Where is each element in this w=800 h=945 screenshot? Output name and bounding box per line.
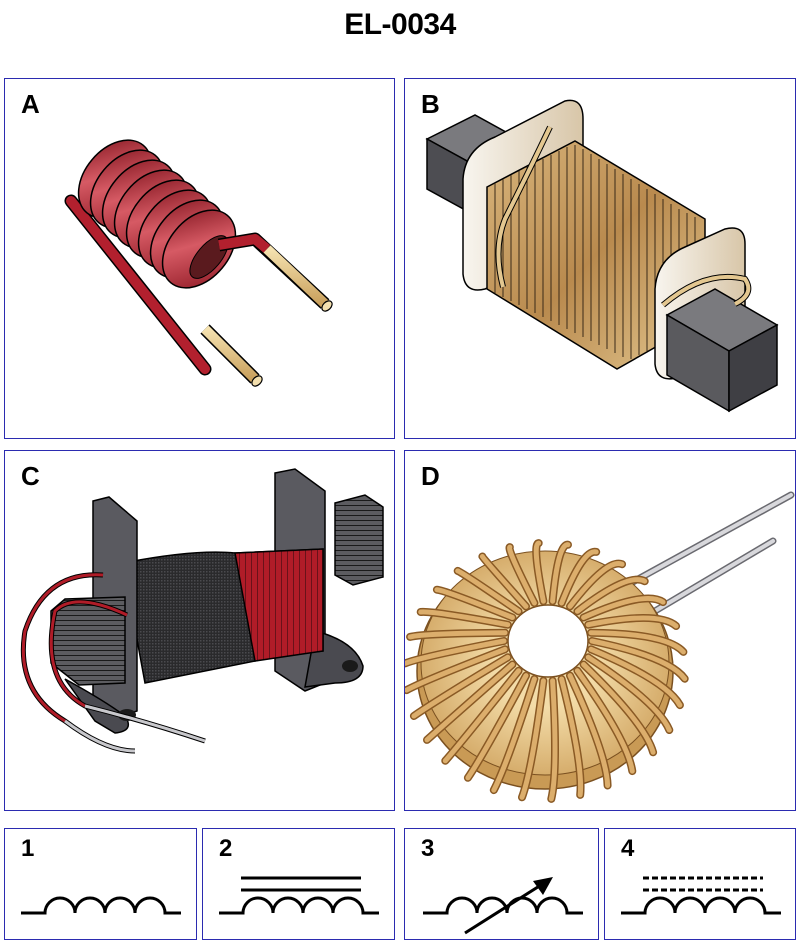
iron-core-inductor-symbol xyxy=(219,876,379,915)
winding-turn xyxy=(405,646,508,693)
winding-turn xyxy=(465,673,529,781)
winding-turn xyxy=(585,654,672,733)
winding-turn xyxy=(581,595,666,620)
winding-turn xyxy=(479,554,529,609)
air-core-coil-illustration xyxy=(64,139,333,387)
air-core-inductor-symbol xyxy=(21,896,181,915)
winding-turn xyxy=(424,662,515,743)
page-title: EL-0034 xyxy=(344,8,456,41)
panel-label: B xyxy=(421,89,440,119)
winding-turn xyxy=(407,630,508,640)
winding-turn xyxy=(588,630,686,655)
winding-turn xyxy=(507,544,537,606)
winding-turn xyxy=(567,673,611,788)
winding-turn xyxy=(550,542,571,604)
panel-c: C xyxy=(4,450,395,811)
winding-turn xyxy=(574,577,648,614)
winding-turn xyxy=(559,549,599,606)
ferrite-core-inductor-symbol xyxy=(621,876,781,915)
winding-turn xyxy=(588,646,683,708)
winding-turn xyxy=(491,676,537,793)
symbol-panel-2: 2 xyxy=(202,828,395,940)
panel-label: A xyxy=(21,89,40,119)
panel-label: C xyxy=(21,461,40,491)
symbol-label: 2 xyxy=(219,835,233,862)
winding-turn xyxy=(418,609,511,628)
winding-turn xyxy=(585,615,679,629)
winding-turn xyxy=(574,668,635,774)
symbol-label: 3 xyxy=(421,835,435,862)
variable-inductor-symbol xyxy=(423,877,583,935)
winding-turn xyxy=(455,568,522,614)
laminated-choke-illustration xyxy=(20,468,384,754)
panel-label: D xyxy=(421,461,440,491)
ferrite-bobbin-illustration xyxy=(425,99,779,413)
panel-d: D xyxy=(404,450,796,811)
winding-turn xyxy=(548,678,558,802)
winding-turn xyxy=(519,678,546,800)
winding-turn xyxy=(533,540,546,604)
winding-turn xyxy=(405,638,507,666)
panel-b: B xyxy=(404,78,796,439)
winding-turn xyxy=(581,662,656,755)
panel-a: A xyxy=(4,78,395,439)
winding-turn xyxy=(411,654,511,719)
adjust-arrow-head-icon xyxy=(533,877,553,895)
winding-turn xyxy=(589,638,688,682)
symbol-label: 1 xyxy=(21,835,35,862)
symbol-panel-3: 3 xyxy=(404,828,599,940)
winding-turn xyxy=(434,587,515,620)
adjust-arrow-shaft xyxy=(464,883,542,935)
symbol-panel-1: 1 xyxy=(4,828,197,940)
winding-turn xyxy=(567,561,625,609)
symbol-panel-4: 4 xyxy=(604,828,796,940)
winding-turn xyxy=(559,676,584,798)
toroid-illustration xyxy=(405,491,795,803)
coil-turns xyxy=(77,139,237,289)
winding-turn xyxy=(442,668,522,764)
symbol-label: 4 xyxy=(621,835,635,862)
